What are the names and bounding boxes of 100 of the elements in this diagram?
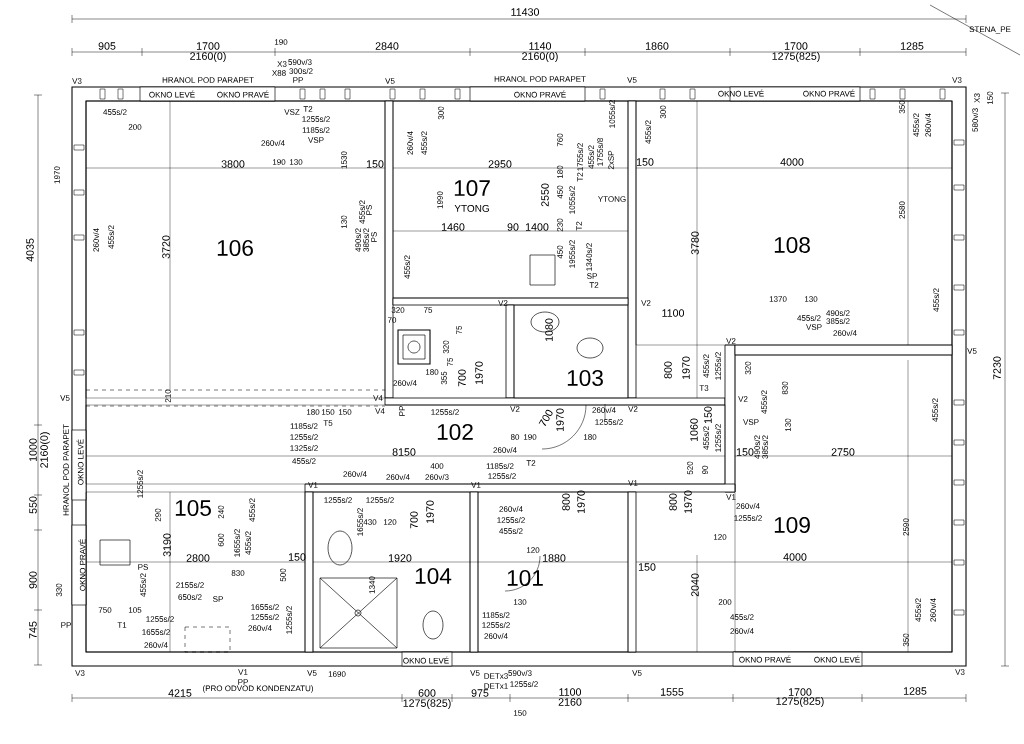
plan-label: 1255s/2 <box>715 352 721 380</box>
plan-label: 260v/4 <box>833 330 857 336</box>
plan-label: 830 <box>782 381 788 395</box>
plan-label: 180 <box>425 369 439 375</box>
plan-label: 180 <box>306 409 320 415</box>
plan-label: 1185s/2 <box>482 612 510 618</box>
plan-label: 75 <box>456 325 462 335</box>
plan-label: 455s/2 <box>108 225 114 249</box>
plan-label: 1255s/2 <box>431 409 459 415</box>
dimension-label: 1060 <box>690 418 698 442</box>
plan-label: V5 <box>470 670 480 676</box>
plan-label: V2 <box>628 406 638 412</box>
plan-label: 260v/4 <box>248 625 272 631</box>
plan-label: SP <box>213 596 223 602</box>
dimension-label: 150 <box>736 448 754 456</box>
plan-label: V1 <box>308 482 318 488</box>
dimension-label: 2040 <box>691 573 699 597</box>
plan-label: 830 <box>231 570 245 576</box>
plan-label: 1185s/2 <box>290 423 318 429</box>
dimension-label: 2160 <box>558 698 582 706</box>
plan-label: 75 <box>424 307 433 313</box>
plan-label: V2 <box>510 406 520 412</box>
plan-label: 120 <box>383 519 397 525</box>
plan-label: 190 <box>523 434 537 440</box>
dimension-label: 1100 <box>662 309 685 317</box>
plan-label: 455s/2 <box>797 315 821 321</box>
dimension-label: 550 <box>29 496 37 514</box>
plan-label: 150 <box>513 710 527 716</box>
plan-label: V4 <box>373 395 383 401</box>
plan-label: 455s/2 <box>103 109 127 115</box>
dimension-label: 2950 <box>488 160 512 168</box>
plan-label: 455s/2 <box>915 598 921 622</box>
dimension-label: 975 <box>471 689 489 697</box>
plan-label: V2 <box>641 300 651 306</box>
plan-label: 130 <box>513 599 527 605</box>
plan-label: 2590 <box>903 518 909 536</box>
plan-label: 320 <box>745 361 751 375</box>
dimension-label: 1460 <box>441 223 465 231</box>
plan-label: 1340s/2 <box>586 243 592 271</box>
plan-label: HRANOL POD PARAPET <box>494 76 586 82</box>
plan-label: 1955s/2 <box>569 240 575 268</box>
dimension-label: 4000 <box>780 158 804 166</box>
plan-label: 150 <box>987 91 993 105</box>
plan-label: V5 <box>627 77 637 83</box>
plan-label: 500 <box>280 568 286 582</box>
plan-label: V1 <box>471 482 481 488</box>
plan-label: 450 <box>557 185 563 199</box>
dimension-label: 1000 <box>29 438 37 462</box>
plan-label: V1 <box>726 494 736 500</box>
dimension-label: 1860 <box>645 42 669 50</box>
plan-label: 260v/4 <box>93 228 99 252</box>
plan-label: T2 <box>526 460 536 466</box>
plan-label: 455s/2 <box>703 426 709 450</box>
dimension-label: 1970 <box>556 408 564 432</box>
plan-label: DETx3 <box>484 673 508 679</box>
plan-label: V3 <box>952 77 962 83</box>
plan-label: 455s/2 <box>933 288 939 312</box>
plan-label: HRANOL POD PARAPET <box>63 424 69 516</box>
plan-label: OKNO LEVÉ <box>76 439 84 485</box>
plan-label: V3 <box>72 78 82 84</box>
plan-label: V1 <box>628 480 638 486</box>
plan-label: 1370 <box>769 296 787 302</box>
plan-label: 1055s/2 <box>569 186 575 214</box>
plan-label: 1255s/2 <box>715 424 721 452</box>
dimension-label: 4035 <box>26 238 34 262</box>
plan-label: 120 <box>713 534 727 540</box>
plan-label: 1255s/2 <box>302 116 330 122</box>
plan-label: V4 <box>375 408 385 414</box>
plan-label: 1255s/2 <box>366 497 394 503</box>
plan-label: 490s/2 <box>355 228 361 252</box>
plan-label: 385s/2 <box>762 435 768 459</box>
dimension-label: 7230 <box>993 356 1001 380</box>
plan-label: 400 <box>430 463 444 469</box>
dimension-label: 150 <box>704 406 712 424</box>
plan-label: 455s/2 <box>421 131 427 155</box>
dimension-label: 1275(825) <box>403 699 451 709</box>
plan-label: SP <box>587 273 597 279</box>
dimension-label: 1700 <box>784 42 808 50</box>
plan-label: VSP <box>308 137 324 143</box>
plan-label: VSP <box>743 419 759 425</box>
plan-label: (PRO ODVOD KONDENZATU) <box>203 685 313 693</box>
plan-label: 490s/2 <box>826 310 850 316</box>
plan-label: 130 <box>341 215 347 229</box>
plan-label: 105 <box>128 607 142 613</box>
plan-label: 1655s/2 <box>251 604 279 610</box>
dimension-label: 2160(0) <box>40 432 50 468</box>
plan-label: 260v/4 <box>393 380 417 386</box>
dimension-label: 1970 <box>426 500 434 524</box>
plan-label: PS <box>138 564 148 570</box>
dimension-label: 4215 <box>168 689 192 697</box>
dimension-label: 1880 <box>542 554 566 562</box>
plan-label: 330 <box>56 583 62 597</box>
plan-label: 1970 <box>54 166 60 184</box>
plan-label: T2 <box>576 221 582 231</box>
dimension-label: 700 <box>538 409 553 426</box>
plan-label: 260v/4 <box>592 407 616 413</box>
plan-label: 1340 <box>369 576 375 594</box>
plan-label: 260v/4 <box>736 503 760 509</box>
dimension-label: 905 <box>98 42 116 50</box>
plan-label: 1755s/8 <box>597 138 603 166</box>
